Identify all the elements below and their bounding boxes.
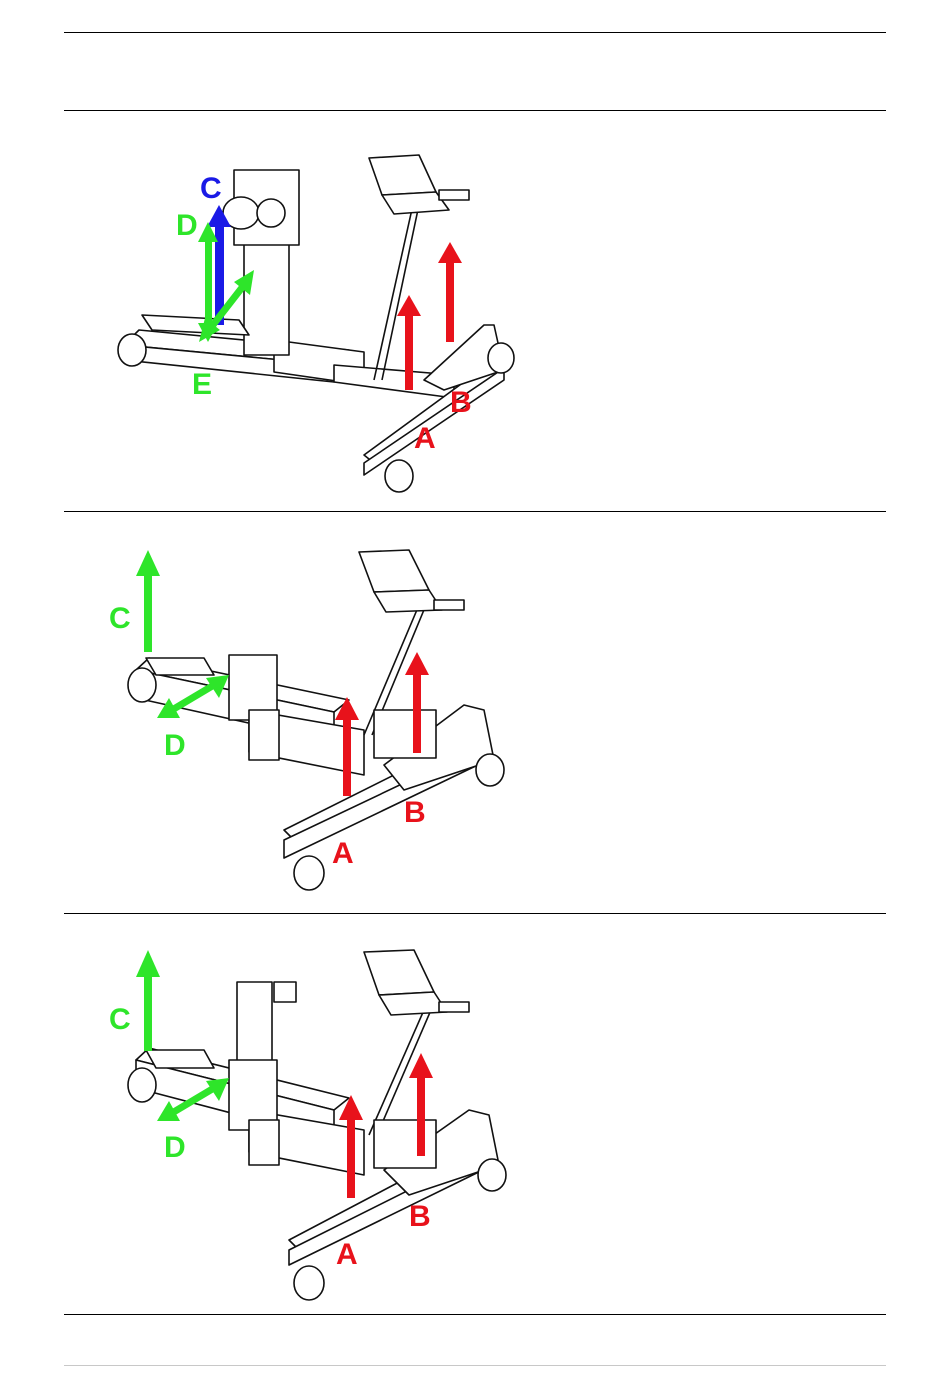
- figure-1-cart-with-welding-unit: A B C D E: [64, 120, 886, 500]
- rule-after-fig3: [64, 1314, 886, 1315]
- rule-footer: [64, 1365, 886, 1366]
- label-a: A: [414, 422, 436, 455]
- label-b: B: [450, 386, 472, 419]
- label-a: A: [332, 837, 354, 870]
- label-e: E: [192, 368, 212, 401]
- rule-between-fig2-fig3: [64, 913, 886, 914]
- label-d: D: [164, 729, 186, 762]
- green-arrow-c: [136, 550, 160, 652]
- rule-between-fig1-fig2: [64, 511, 886, 512]
- rule-header-bottom: [64, 110, 886, 111]
- label-b: B: [409, 1200, 431, 1233]
- label-d: D: [176, 209, 198, 242]
- cart-frame: [128, 950, 506, 1300]
- red-arrow-b: [438, 242, 462, 342]
- figure-2-cart-with-controller-and-battery: A B C D: [64, 530, 886, 900]
- rule-top: [64, 32, 886, 33]
- label-b: B: [404, 796, 426, 829]
- cart-frame: [118, 155, 514, 492]
- label-d: D: [164, 1131, 186, 1164]
- label-a: A: [336, 1238, 358, 1271]
- figure-3-drawing: A B C D: [64, 930, 886, 1305]
- label-c: C: [109, 1003, 131, 1036]
- label-c: C: [109, 602, 131, 635]
- figure-3-cart-with-tower-and-battery: A B C D: [64, 930, 886, 1305]
- label-c: C: [200, 172, 222, 205]
- cart-frame: [128, 550, 504, 890]
- figure-2-drawing: A B C D: [64, 530, 886, 900]
- green-arrow-c: [136, 950, 160, 1051]
- figure-1-drawing: A B C D E: [64, 120, 886, 500]
